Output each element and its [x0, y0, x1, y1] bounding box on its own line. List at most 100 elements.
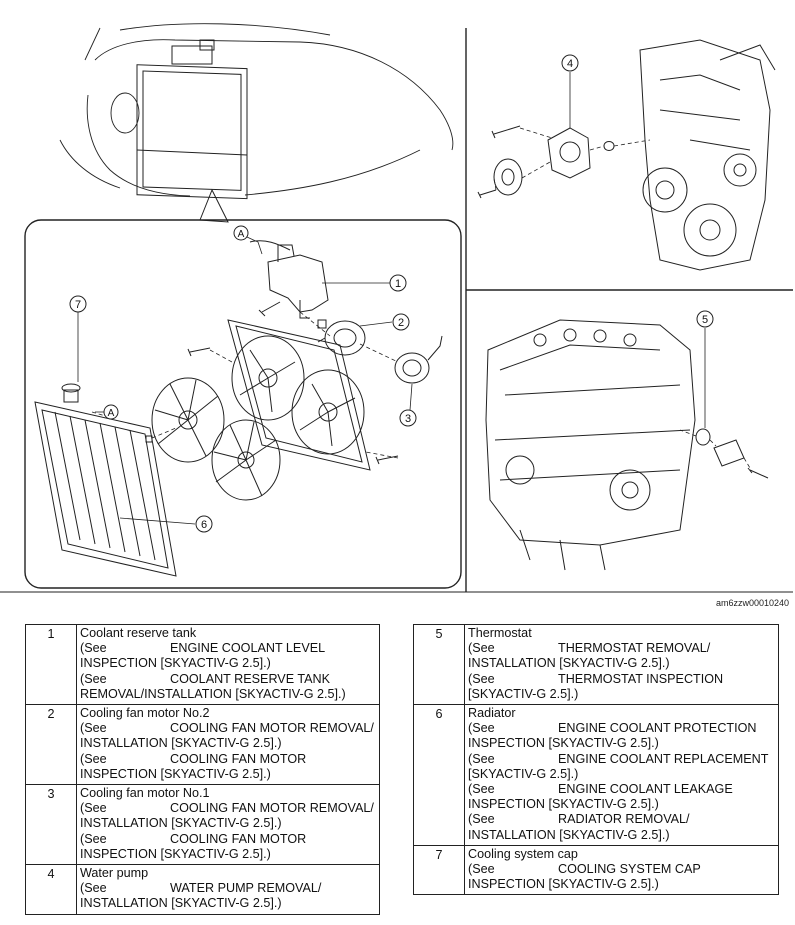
exploded-view-frame	[24, 219, 462, 589]
procedure-link-continued[interactable]: INSPECTION [SKYACTIV-G 2.5].)	[468, 877, 659, 892]
procedure-link-continued[interactable]: INSPECTION [SKYACTIV-G 2.5].)	[468, 797, 659, 812]
part-description: Water pump(See WATER PUMP REMOVAL/INSTALL…	[76, 864, 380, 915]
vehicle-front-outline	[59, 23, 454, 197]
thermostat-engine-drawing	[485, 319, 696, 571]
procedure-link-continued[interactable]: REMOVAL/INSTALLATION [SKYACTIV-G 2.5].)	[80, 686, 346, 701]
cooling-fan-motor-1-drawing	[394, 335, 443, 384]
procedure-reference: (See THERMOSTAT INSPECTION[SKYACTIV-G 2.5…	[468, 672, 775, 702]
part-name: Radiator	[468, 706, 516, 721]
see-label: (See	[468, 782, 495, 797]
part-name: Cooling fan motor No.2	[80, 706, 210, 721]
cooling-fan-motor-2-drawing	[317, 320, 366, 356]
see-label: (See	[80, 751, 107, 766]
figure-code: am6zzw00010240	[715, 598, 789, 608]
see-label: (See	[80, 721, 107, 736]
procedure-link-continued[interactable]: INSPECTION [SKYACTIV-G 2.5].)	[80, 766, 271, 781]
fan-shroud-drawing	[227, 319, 371, 471]
see-label: (See	[468, 751, 495, 766]
procedure-link-continued[interactable]: INSTALLATION [SKYACTIV-G 2.5].)	[80, 896, 282, 911]
procedure-link[interactable]: COOLING FAN MOTOR	[170, 831, 307, 846]
connector-a-radiator: A	[108, 408, 115, 419]
see-label: (See	[468, 671, 495, 686]
part-number: 2	[25, 704, 77, 786]
see-label: (See	[80, 801, 107, 816]
callout-1: 1	[395, 278, 401, 290]
see-label: (See	[80, 671, 107, 686]
procedure-link[interactable]: COOLING FAN MOTOR REMOVAL/	[170, 721, 374, 736]
callout-2: 2	[398, 317, 404, 329]
procedure-reference: (See COOLING FAN MOTOR REMOVAL/INSTALLATI…	[80, 801, 376, 831]
procedure-reference: (See THERMOSTAT REMOVAL/INSTALLATION [SKY…	[468, 641, 775, 671]
procedure-link-continued[interactable]: INSPECTION [SKYACTIV-G 2.5].)	[80, 846, 271, 861]
see-label: (See	[468, 812, 495, 827]
procedure-link-continued[interactable]: INSTALLATION [SKYACTIV-G 2.5].)	[468, 656, 670, 671]
procedure-link-continued[interactable]: INSTALLATION [SKYACTIV-G 2.5].)	[468, 827, 670, 842]
see-label: (See	[468, 862, 495, 877]
procedure-link[interactable]: COOLING FAN MOTOR	[170, 751, 307, 766]
vehicle-radiator	[136, 39, 248, 200]
water-pump-drawing	[477, 125, 615, 199]
bolts-drawing	[145, 301, 399, 465]
water-pump-engine-drawing	[639, 39, 776, 271]
procedure-link[interactable]: RADIATOR REMOVAL/	[558, 812, 690, 827]
callout-7: 7	[75, 299, 81, 311]
procedure-link-continued[interactable]: INSPECTION [SKYACTIV-G 2.5].)	[468, 736, 659, 751]
see-label: (See	[80, 641, 107, 656]
procedure-link[interactable]: THERMOSTAT REMOVAL/	[558, 641, 711, 656]
callout-6: 6	[201, 519, 207, 531]
see-label: (See	[468, 641, 495, 656]
procedure-link-continued[interactable]: INSTALLATION [SKYACTIV-G 2.5].)	[80, 816, 282, 831]
procedure-link[interactable]: WATER PUMP REMOVAL/	[170, 881, 322, 896]
procedure-link[interactable]: THERMOSTAT INSPECTION	[558, 671, 724, 686]
procedure-link[interactable]: ENGINE COOLANT PROTECTION	[558, 721, 757, 736]
part-number: 1	[25, 623, 77, 706]
procedure-link[interactable]: ENGINE COOLANT REPLACEMENT	[558, 751, 769, 766]
part-number: 4	[25, 864, 77, 915]
part-name: Coolant reserve tank	[80, 626, 197, 640]
part-number: 5	[413, 623, 465, 706]
procedure-link-continued[interactable]: [SKYACTIV-G 2.5].)	[468, 686, 579, 701]
procedure-link[interactable]: ENGINE COOLANT LEVEL	[170, 641, 326, 656]
part-description: Cooling system cap(See COOLING SYSTEM CAP…	[464, 844, 779, 896]
part-name: Cooling system cap	[468, 846, 578, 861]
procedure-reference: (See ENGINE COOLANT REPLACEMENT[SKYACTIV-…	[468, 752, 775, 782]
procedure-link[interactable]: ENGINE COOLANT LEAKAGE	[558, 782, 733, 797]
fan-blades-drawing	[151, 377, 281, 501]
procedure-link[interactable]: COOLANT RESERVE TANK	[170, 671, 331, 686]
procedure-link-continued[interactable]: INSTALLATION [SKYACTIV-G 2.5].)	[80, 736, 282, 751]
procedure-link-continued[interactable]: INSPECTION [SKYACTIV-G 2.5].)	[80, 656, 271, 671]
thermostat-drawing	[695, 428, 769, 479]
part-name: Cooling fan motor No.1	[80, 786, 210, 801]
procedure-link[interactable]: COOLING FAN MOTOR REMOVAL/	[170, 801, 374, 816]
part-name: Water pump	[80, 866, 149, 881]
callout-4: 4	[567, 58, 573, 70]
procedure-link-continued[interactable]: [SKYACTIV-G 2.5].)	[468, 766, 579, 781]
assembly-leader-lines	[91, 311, 399, 459]
cooling-system-illustration: 1 2 3 4 5 6 7 A A	[0, 23, 793, 593]
see-label: (See	[80, 831, 107, 846]
procedure-reference: (See RADIATOR REMOVAL/INSTALLATION [SKYAC…	[468, 812, 775, 842]
coolant-reserve-tank-drawing	[249, 240, 329, 329]
connector-a-top: A	[238, 229, 245, 240]
part-name: Thermostat	[468, 626, 532, 640]
procedure-link[interactable]: COOLING SYSTEM CAP	[558, 862, 701, 877]
callout-3: 3	[405, 413, 411, 425]
see-label: (See	[80, 881, 107, 896]
